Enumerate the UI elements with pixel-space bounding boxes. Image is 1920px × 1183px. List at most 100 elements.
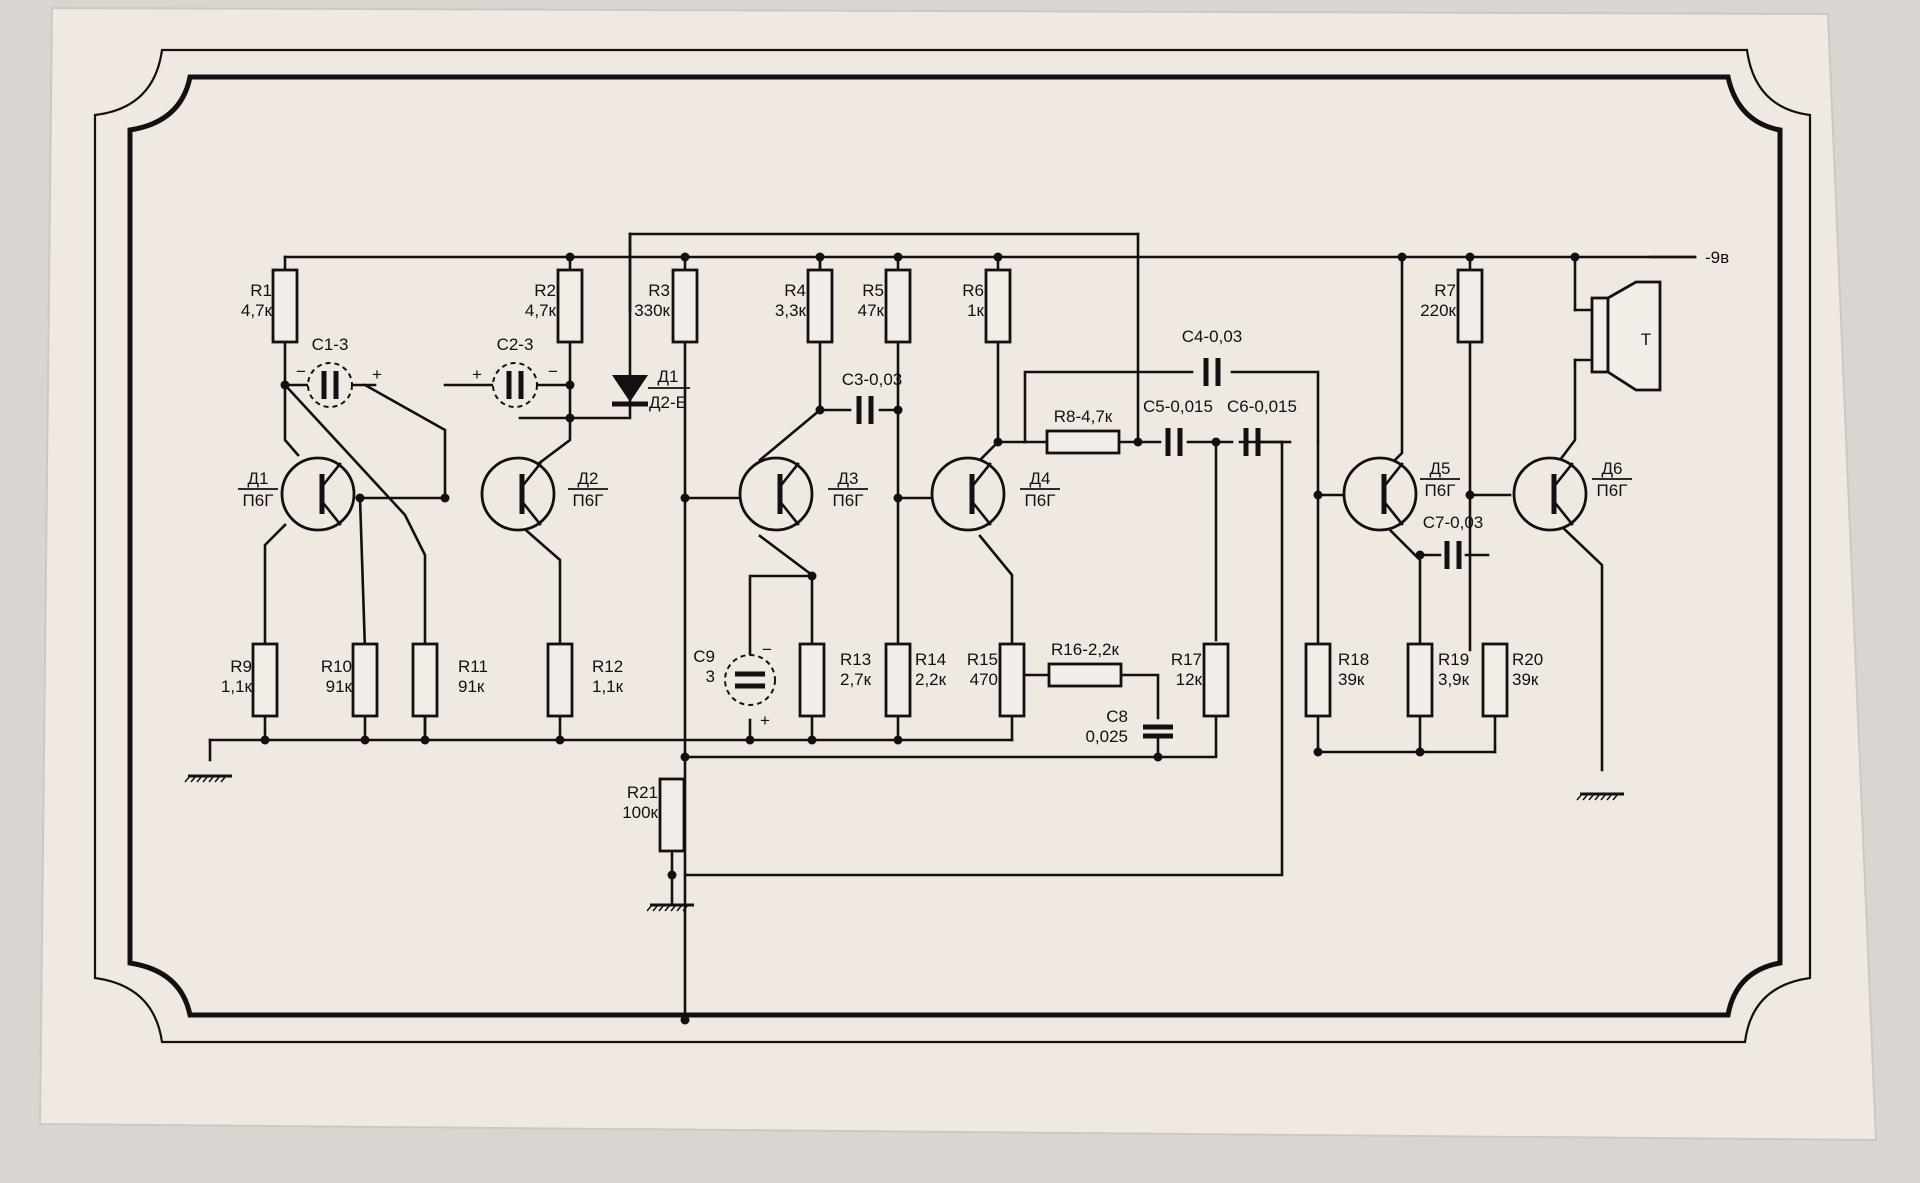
transistor-q3-emitter (780, 502, 800, 526)
junction-dot-30 (1313, 490, 1323, 500)
capacitor-c7 (1444, 541, 1462, 569)
transistor-q3-collector (780, 462, 800, 486)
ground-right-hatch-4 (1600, 793, 1607, 801)
label-r3-name: R3 (648, 281, 670, 300)
capacitor-c1 (307, 362, 353, 408)
transistor-q1 (238, 456, 356, 532)
label-r4-value: 3,3к (775, 301, 807, 320)
wire-71 (1383, 523, 1422, 652)
transistor-q3 (738, 456, 868, 532)
label-r17-value: 12к (1176, 670, 1203, 689)
ground-right-hatch--8 (1588, 793, 1595, 801)
capacitor-c3 (856, 396, 874, 424)
label-c8-value: 0,025 (1085, 727, 1128, 746)
junction-dot-6 (1465, 252, 1475, 262)
label-supply: -9в (1705, 248, 1729, 267)
label-r19-value: 3,9к (1438, 670, 1470, 689)
label-q2-type: П6Г (573, 491, 604, 510)
diode-d1 (612, 375, 690, 407)
transistor-q5-body (1342, 456, 1418, 532)
junction-dot-17 (993, 437, 1003, 447)
ground-right-hatch-16 (1612, 793, 1619, 801)
label-r10-name: R10 (321, 657, 352, 676)
label-r6-name: R6 (962, 281, 984, 300)
junction-dot-10 (565, 413, 575, 423)
resistor-r15 (998, 642, 1026, 718)
resistor-r17 (1202, 642, 1230, 718)
label-r21-value: 100к (622, 803, 658, 822)
label-r8: R8-4,7к (1054, 407, 1113, 426)
outer-border (93, 48, 1812, 1044)
ground-symbol-center (646, 903, 694, 912)
transistor-q3-body (738, 456, 814, 532)
label-c7: C7-0,03 (1423, 513, 1483, 532)
ground-center-hatch--14 (652, 904, 659, 912)
junction-dot-9 (565, 380, 575, 390)
transistor-q4-emitter (972, 502, 992, 526)
ground-left-hatch--20 (184, 775, 191, 783)
transistor-q6-collector (1554, 462, 1574, 486)
wire-53 (683, 440, 1284, 877)
resistor-r3 (671, 268, 699, 344)
ground-left-hatch--14 (190, 775, 197, 783)
wire-48 (978, 534, 1014, 647)
resistor-r16 (1047, 662, 1123, 688)
label-r20-value: 39к (1512, 670, 1539, 689)
label-r14-name: R14 (915, 650, 946, 669)
junction-dot-19 (1211, 437, 1221, 447)
c2-minus-sign: − (548, 362, 558, 381)
label-r20-name: R20 (1512, 650, 1543, 669)
transistor-q6-body (1512, 456, 1588, 532)
ground-left-hatch-10 (214, 775, 221, 783)
junction-dot-28 (1153, 752, 1163, 762)
label-q6-name: Д6 (1602, 459, 1623, 478)
resistor-r8 (1045, 429, 1121, 455)
label-r10-value: 91к (326, 677, 353, 696)
label-r3-value: 330к (634, 301, 670, 320)
wire-20 (358, 496, 367, 652)
label-diode-type: Д2-Е (649, 393, 687, 412)
label-r14-value: 2,2к (915, 670, 947, 689)
label-r1-name: R1 (250, 281, 272, 300)
wire-83 (1558, 358, 1577, 462)
label-c9-value: 3 (706, 667, 715, 686)
ground-left-hatch-4 (208, 775, 215, 783)
c2-plus-sign: + (472, 365, 482, 384)
transistor-q4-collector (972, 462, 992, 486)
resistor-r9 (251, 642, 279, 718)
resistor-r7 (1456, 268, 1484, 344)
capacitor-c1-case (307, 362, 353, 408)
ground-right-hatch--2 (1594, 793, 1601, 801)
wire-40 (1230, 370, 1320, 444)
label-q1-name: Д1 (248, 469, 269, 488)
resistor-r12 (546, 642, 574, 718)
junction-dot-12 (355, 493, 365, 503)
diode-d1-triangle (612, 375, 648, 402)
wire-39 (1023, 370, 1194, 444)
c1-plus-sign: + (372, 365, 382, 384)
ground-center-hatch--2 (664, 904, 671, 912)
junction-dot-14 (893, 493, 903, 503)
label-r13-name: R13 (840, 650, 871, 669)
speaker-cone (1606, 280, 1662, 392)
transistor-q2 (480, 456, 608, 532)
wire-84 (1558, 523, 1604, 772)
junction-dot-16 (893, 405, 903, 415)
resistor-r6 (984, 268, 1012, 344)
label-q5-type: П6Г (1425, 481, 1456, 500)
inner-border (127, 74, 1783, 1018)
junction-dot-11 (440, 493, 450, 503)
label-q2-name: Д2 (578, 469, 599, 488)
wires (208, 232, 1697, 1025)
resistor-r10 (351, 642, 379, 718)
label-r15-value: 470 (970, 670, 998, 689)
label-r7-value: 220к (1420, 301, 1456, 320)
wire-10 (263, 523, 287, 652)
junction-dot-15 (815, 405, 825, 415)
junction-dot-21 (360, 735, 370, 745)
resistor-r4 (806, 268, 834, 344)
resistor-r1 (271, 268, 299, 344)
label-r1-value: 4,7к (241, 301, 273, 320)
c9-plus-sign: + (760, 711, 770, 730)
transistor-q2-collector (522, 462, 542, 486)
